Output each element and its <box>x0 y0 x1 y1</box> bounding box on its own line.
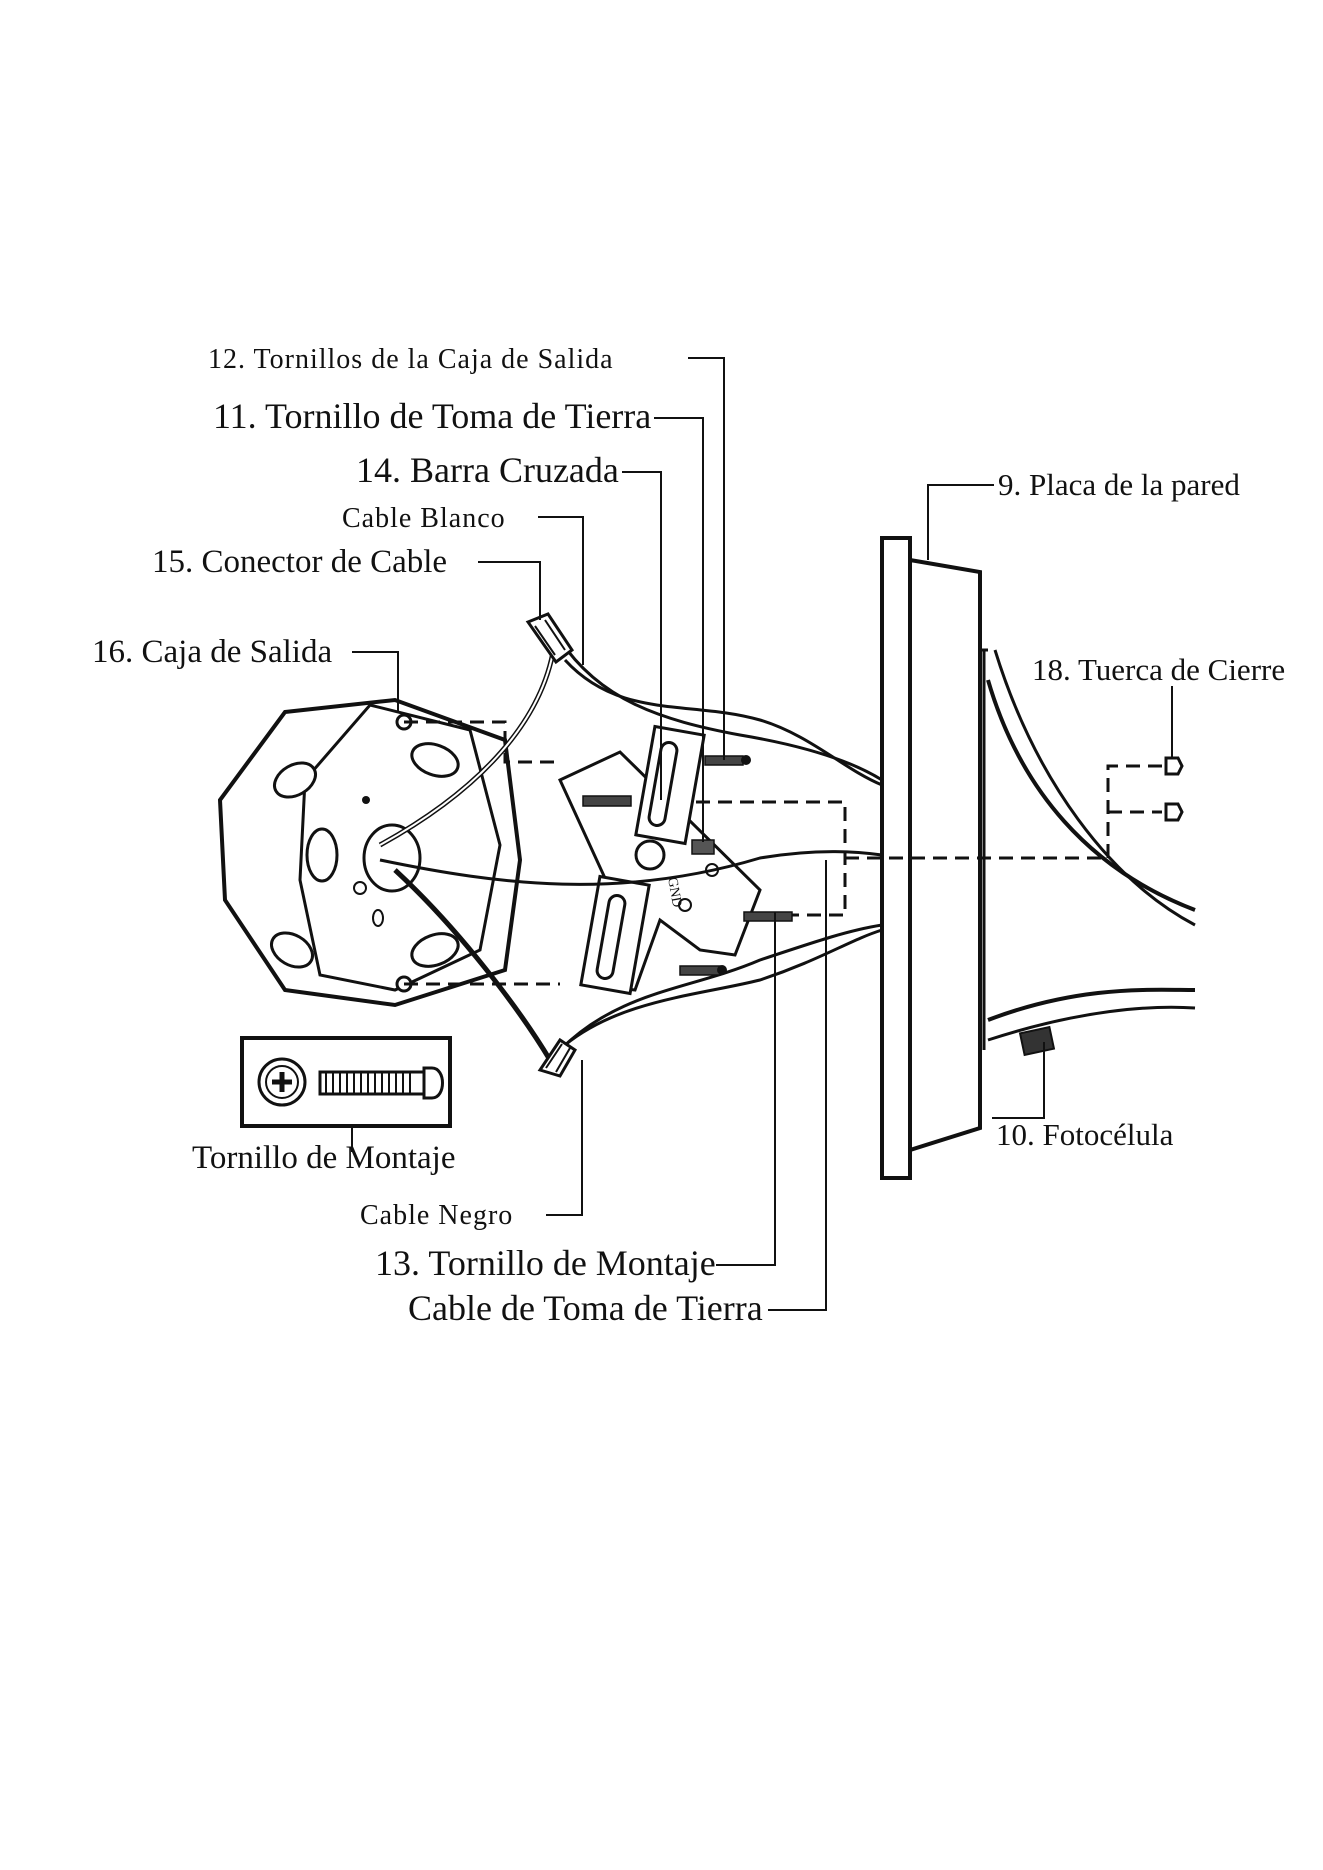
label-tornillos-caja: 12. Tornillos de la Caja de Salida <box>208 344 614 375</box>
label-barra-cruzada: 14. Barra Cruzada <box>356 450 619 490</box>
label-tuerca-cierre: 18. Tuerca de Cierre <box>1032 652 1285 687</box>
photocell <box>1020 1027 1054 1055</box>
label-cable-toma-tierra: Cable de Toma de Tierra <box>408 1288 763 1328</box>
label-cable-blanco: Cable Blanco <box>342 503 506 534</box>
label-cable-negro: Cable Negro <box>360 1200 513 1231</box>
lock-nuts <box>1108 758 1182 858</box>
wire-connector-top <box>528 614 572 662</box>
label-placa-pared: 9. Placa de la pared <box>998 467 1240 502</box>
label-caja-salida: 16. Caja de Salida <box>92 634 332 670</box>
mounting-screw-inset <box>242 1038 450 1126</box>
wire-connector-bottom <box>540 1040 575 1076</box>
label-tornillo-montaje-13: 13. Tornillo de Montaje <box>375 1243 716 1283</box>
label-conector-cable: 15. Conector de Cable <box>152 544 447 580</box>
label-fotocelula: 10. Fotocélula <box>996 1117 1174 1152</box>
label-tornillo-montaje-inset: Tornillo de Montaje <box>192 1140 455 1176</box>
label-tornillo-tierra: 11. Tornillo de Toma de Tierra <box>213 396 651 436</box>
lamp-body <box>988 650 1195 1040</box>
